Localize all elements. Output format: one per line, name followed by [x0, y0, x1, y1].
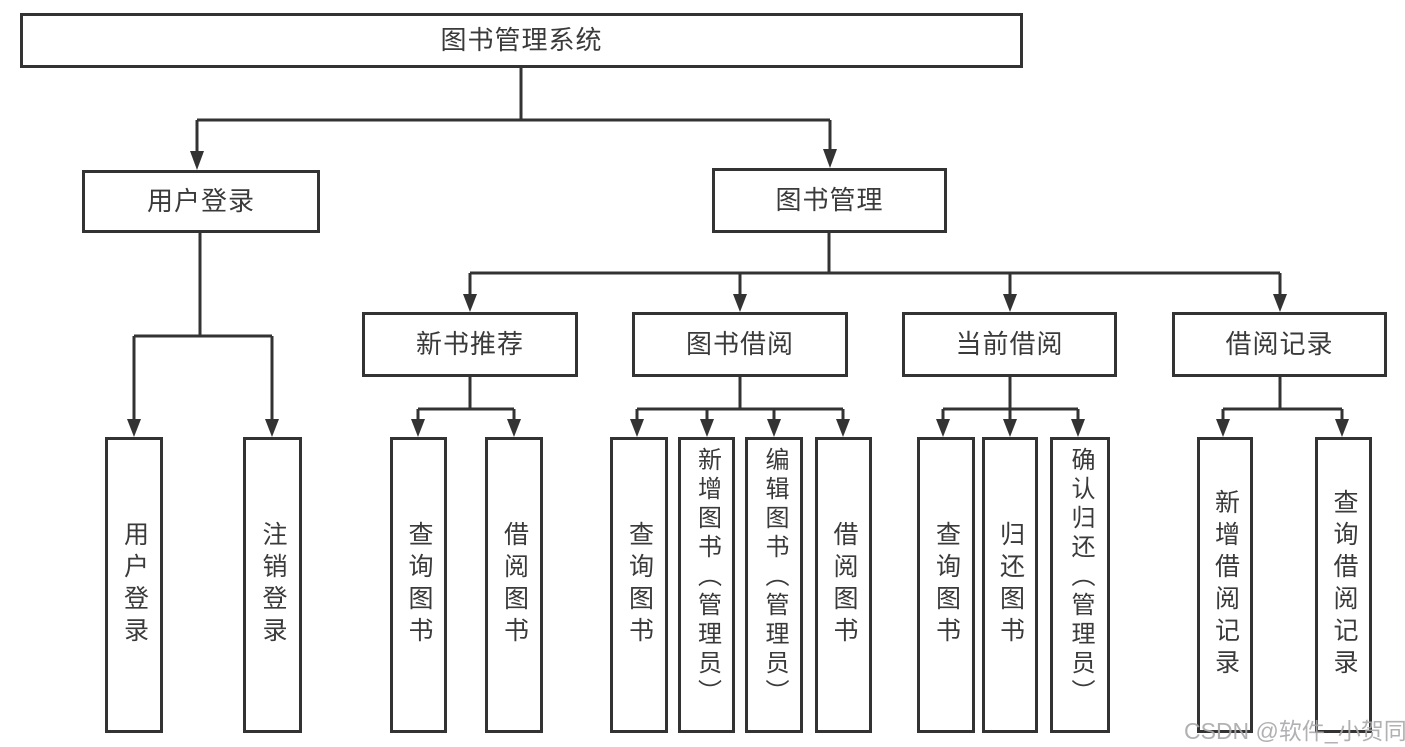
leaf-add-borrow-record: 新增借阅记录: [1197, 437, 1253, 733]
leaf-edit-books-admin: 编辑图书（管理员）: [745, 437, 803, 733]
node-borrowing-records: 借阅记录: [1172, 312, 1387, 377]
leaf-query-books-borrow: 查询图书: [610, 437, 668, 733]
node-user-login: 用户登录: [82, 170, 320, 233]
node-book-management: 图书管理: [712, 168, 947, 233]
node-book-borrowing: 图书借阅: [632, 312, 848, 377]
leaf-confirm-return-admin: 确认归还（管理员）: [1050, 437, 1110, 733]
leaf-add-books-admin: 新增图书（管理员）: [678, 437, 735, 733]
leaf-query-books-current: 查询图书: [917, 437, 975, 733]
arrowheads: [127, 149, 1349, 437]
node-root-system: 图书管理系统: [20, 13, 1023, 68]
node-current-borrowing: 当前借阅: [902, 312, 1117, 377]
leaf-logout: 注销登录: [243, 437, 302, 733]
leaf-user-login: 用户登录: [105, 437, 163, 733]
leaf-borrow-books-recommend: 借阅图书: [485, 437, 543, 733]
leaf-query-books-recommend: 查询图书: [390, 437, 447, 733]
leaf-query-borrow-record: 查询借阅记录: [1315, 437, 1372, 733]
leaf-borrow-books: 借阅图书: [815, 437, 872, 733]
watermark-text: CSDN @软件_小贺同学: [1184, 718, 1405, 744]
node-new-book-recommend: 新书推荐: [362, 312, 578, 377]
leaf-return-books: 归还图书: [982, 437, 1038, 733]
